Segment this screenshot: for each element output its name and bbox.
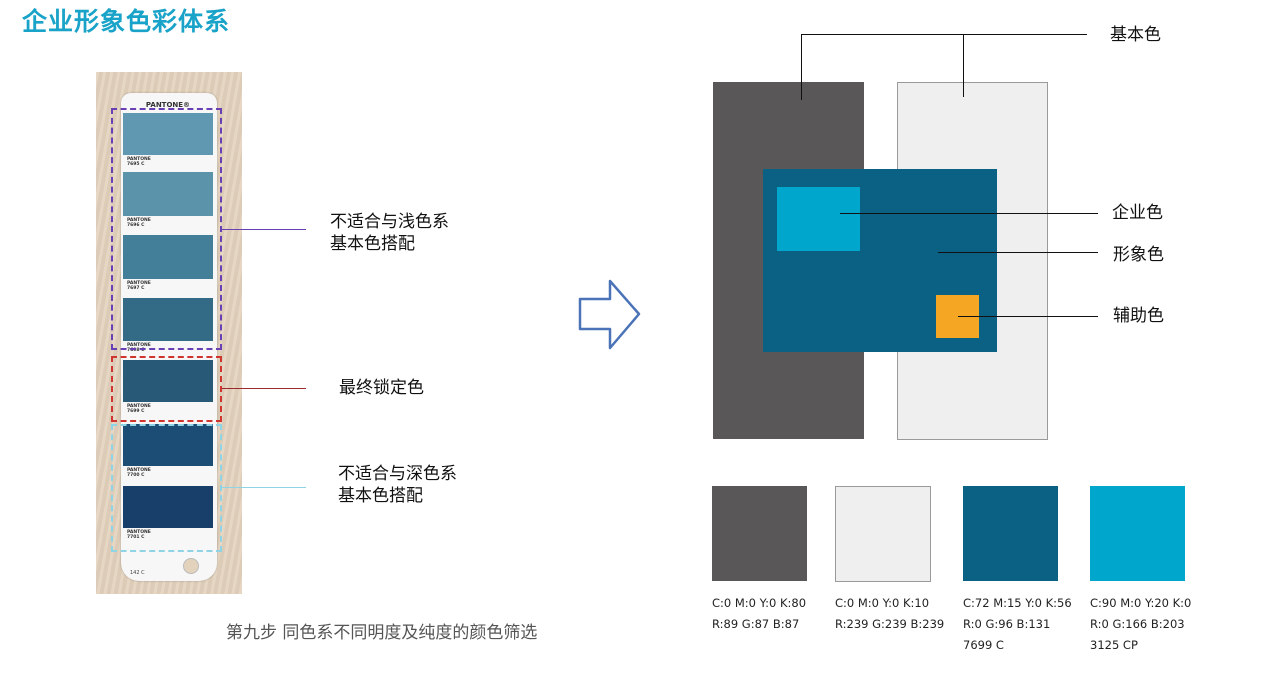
final-color-bracket xyxy=(111,356,222,422)
chip-label-5: PANTONE 7699 C xyxy=(127,404,151,414)
color-chip-2 xyxy=(123,172,213,216)
strip-hole xyxy=(183,558,199,574)
swatch-info-4: C:90 M:0 Y:20 K:0 R:0 G:166 B:203 3125 C… xyxy=(1090,596,1192,652)
color-chip-1 xyxy=(123,113,213,155)
swatch-corporate-cyan xyxy=(1090,486,1185,581)
swatch-info-2: C:0 M:0 Y:0 K:10 R:239 G:239 B:239 xyxy=(835,596,945,631)
swatch-light-gray xyxy=(835,486,931,582)
chip-label-1: PANTONE 7695 C xyxy=(127,157,151,167)
color-chip-4 xyxy=(123,298,213,341)
base-leader-vertical-1 xyxy=(801,34,802,100)
corporate-color-block xyxy=(777,187,860,251)
leader-line-final xyxy=(222,388,306,389)
image-color-label: 形象色 xyxy=(1113,245,1164,265)
base-leader-horizontal xyxy=(801,34,1087,35)
light-unsuitable-label: 不适合与浅色系 基本色搭配 xyxy=(330,212,449,254)
chip-label-2: PANTONE 7696 C xyxy=(127,218,151,228)
color-chip-6 xyxy=(123,424,213,466)
color-chip-3 xyxy=(123,235,213,279)
light-unsuitable-bracket xyxy=(111,108,222,350)
leader-line-light xyxy=(222,229,306,230)
swatch-info-1: C:0 M:0 Y:0 K:80 R:89 G:87 B:87 xyxy=(712,596,807,631)
swatch-image-blue xyxy=(963,486,1058,581)
swatch-info-3: C:72 M:15 Y:0 K:56 R:0 G:96 B:131 7699 C xyxy=(963,596,1072,652)
chip-label-7: PANTONE 7701 C xyxy=(127,530,151,540)
pantone-brand: PANTONE® xyxy=(145,101,191,109)
chip-label-6: PANTONE 7700 C xyxy=(127,468,151,478)
final-color-label: 最终锁定色 xyxy=(339,378,424,398)
base-color-label: 基本色 xyxy=(1110,25,1161,45)
base-leader-vertical-2 xyxy=(963,34,964,97)
corporate-leader xyxy=(840,213,1098,214)
right-arrow-icon xyxy=(578,279,641,350)
page-title: 企业形象色彩体系 xyxy=(22,7,231,36)
auxiliary-color-label: 辅助色 xyxy=(1113,306,1164,326)
corporate-color-label: 企业色 xyxy=(1112,203,1163,223)
color-chip-5 xyxy=(123,360,213,402)
dark-unsuitable-bracket xyxy=(111,424,222,552)
dark-unsuitable-label: 不适合与深色系 基本色搭配 xyxy=(338,464,457,506)
strip-code: 142 C xyxy=(130,570,145,576)
step-caption: 第九步 同色系不同明度及纯度的颜色筛选 xyxy=(226,623,538,643)
swatch-dark-gray xyxy=(712,486,807,581)
color-chip-7 xyxy=(123,486,213,528)
chip-label-3: PANTONE 7697 C xyxy=(127,281,151,291)
chip-label-4: PANTONE 7698 C xyxy=(127,343,151,353)
auxiliary-leader xyxy=(958,316,1098,317)
image-leader xyxy=(938,252,1098,253)
leader-line-dark xyxy=(222,487,306,488)
